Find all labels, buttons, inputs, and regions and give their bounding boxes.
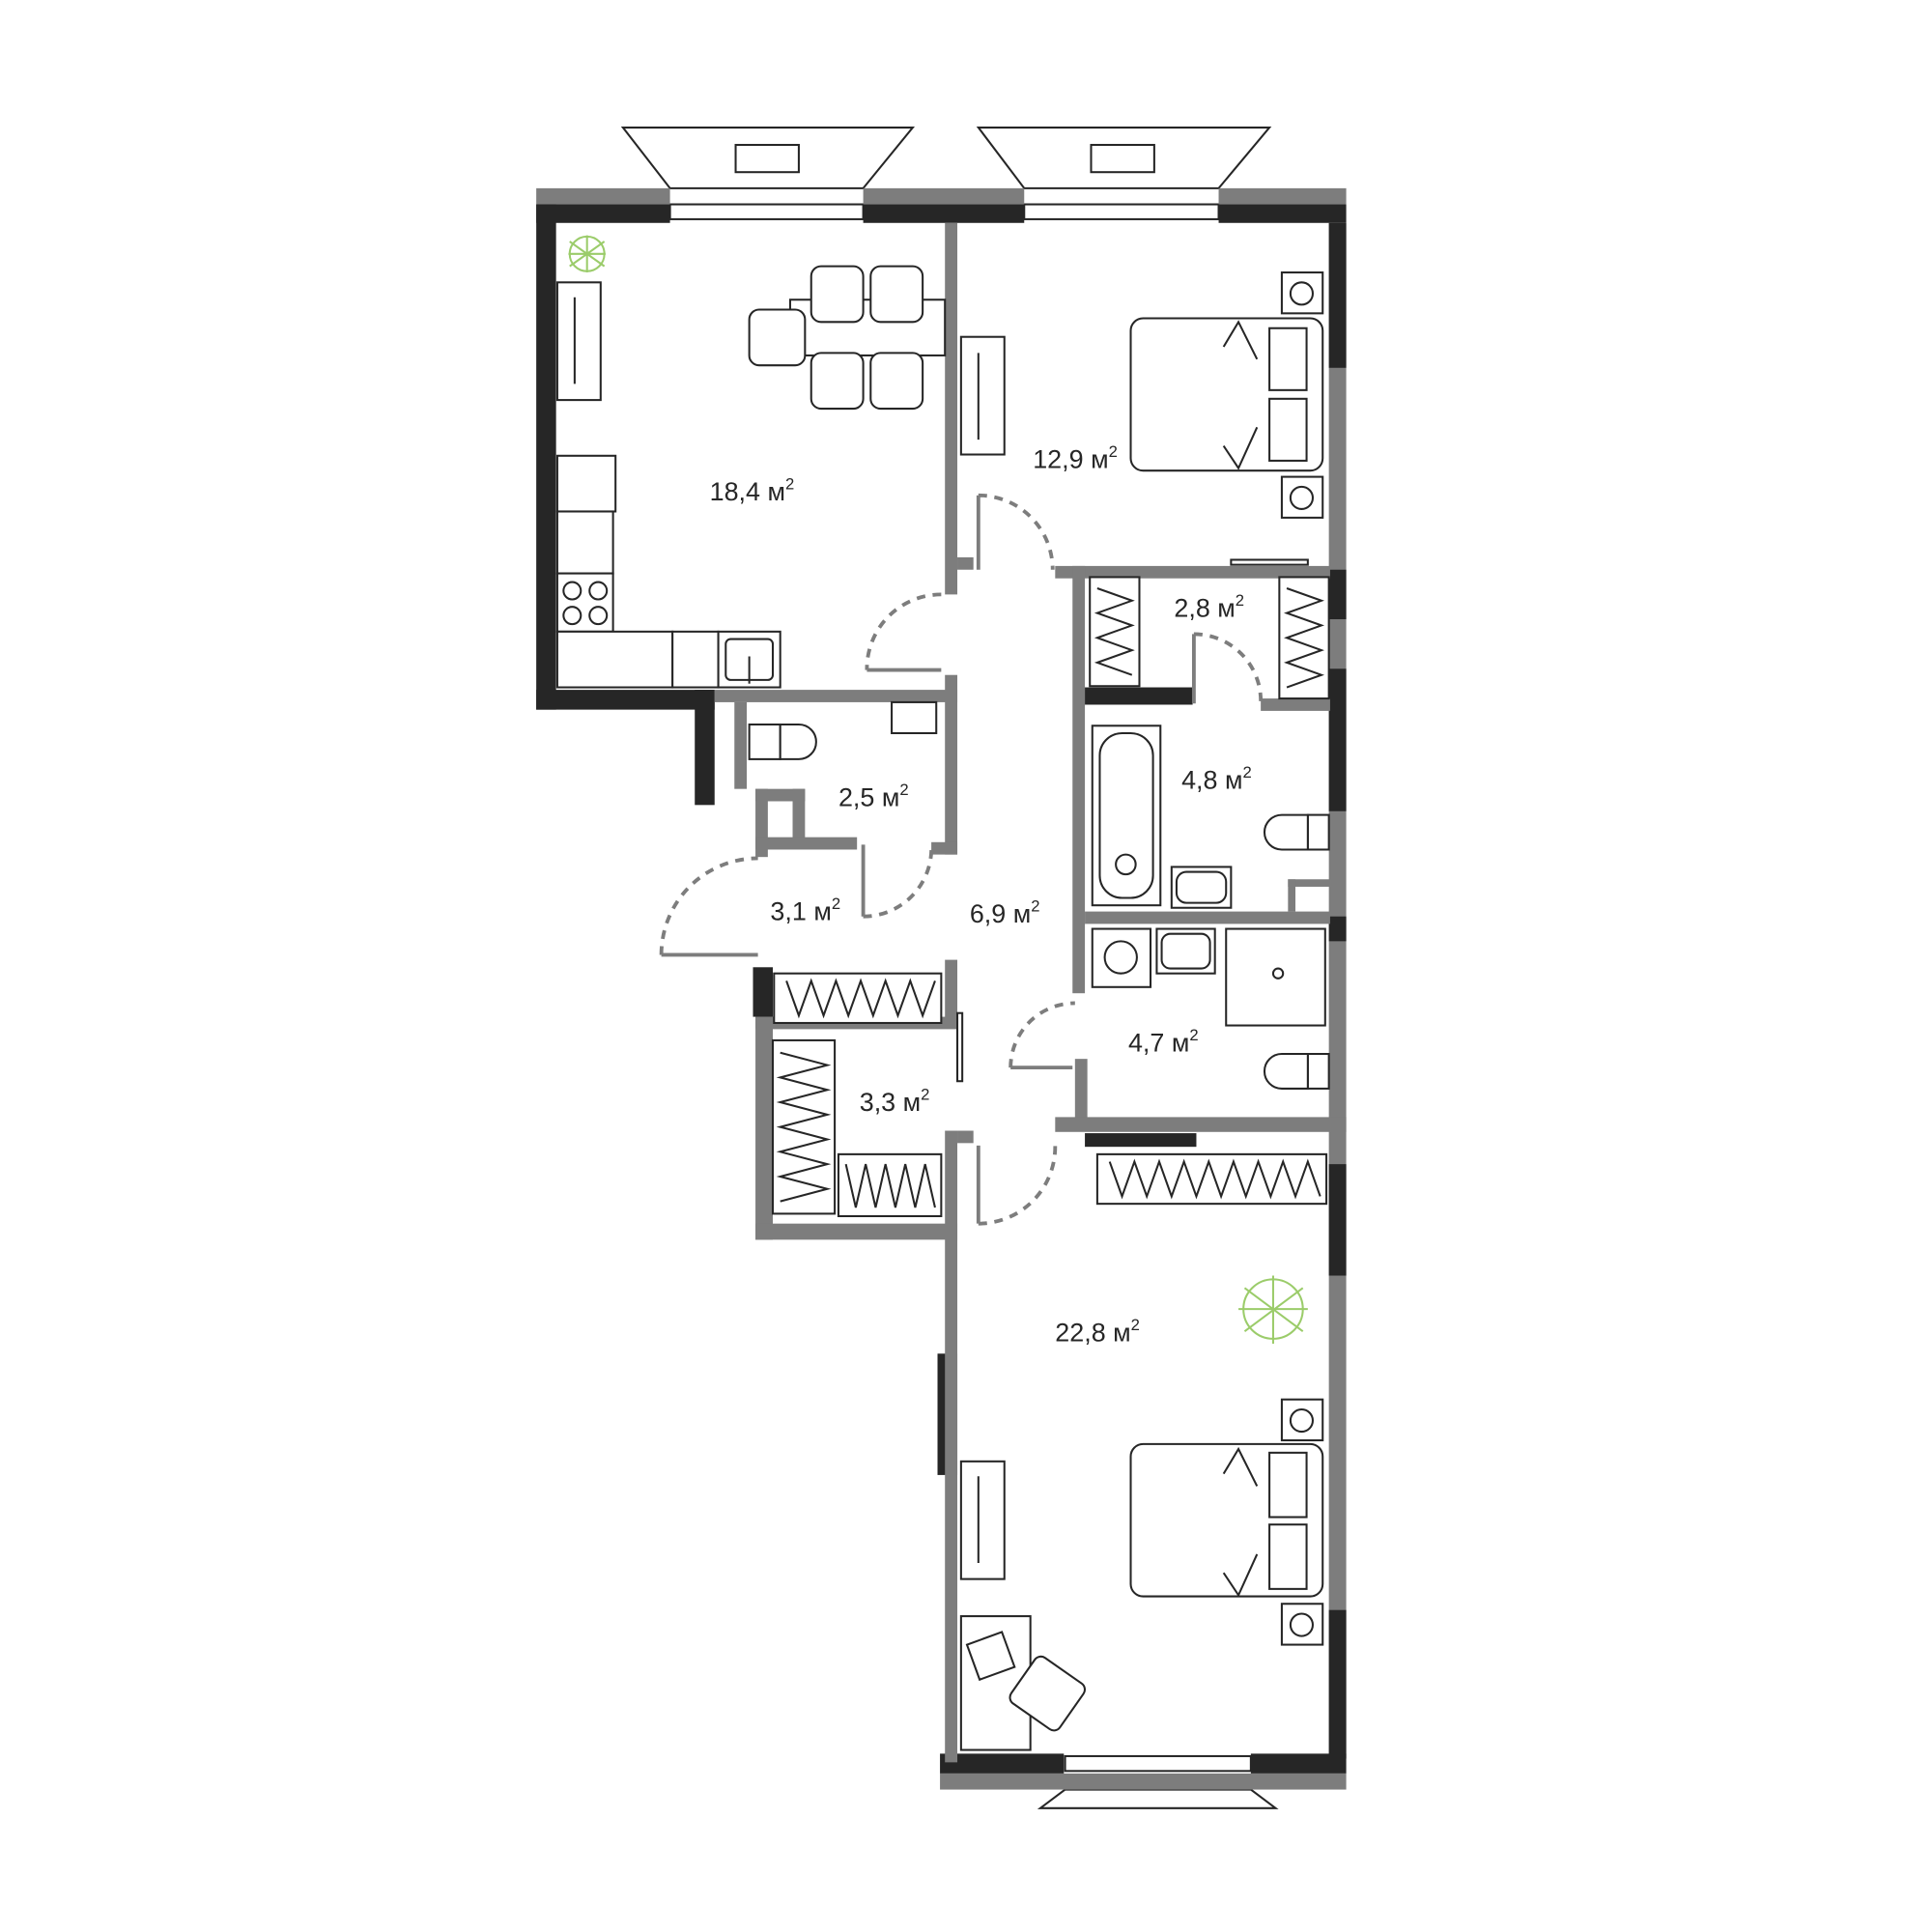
bedroom-2-furniture — [959, 1275, 1324, 1751]
bathroom-1-fixtures — [1091, 724, 1330, 909]
area-label-bedroom-1: 12,9 м2 — [1033, 442, 1118, 474]
exterior-walls — [536, 187, 1347, 1790]
area-label-wardrobe-1: 2,8 м2 — [1174, 591, 1244, 623]
interior-walls — [714, 222, 1347, 1763]
wardrobes — [771, 576, 1330, 1218]
plant-icon — [568, 235, 606, 273]
window-kitchen — [620, 127, 916, 220]
window-bedroom-1 — [976, 127, 1272, 220]
area-label-bedroom-2: 22,8 м2 — [1055, 1316, 1140, 1348]
area-label-toilet: 2,5 м2 — [838, 781, 909, 812]
area-label-hallway: 6,9 м2 — [970, 897, 1040, 929]
area-label-wardrobe-2: 3,3 м2 — [860, 1085, 930, 1117]
room-labels: 18,4 м2 12,9 м2 2,8 м2 2,5 м2 4,8 м2 3,1… — [710, 442, 1252, 1347]
bedroom-1-furniture — [959, 271, 1324, 519]
area-label-entrance: 3,1 м2 — [770, 895, 840, 926]
area-label-bathroom-1: 4,8 м2 — [1181, 763, 1252, 795]
bathroom-2-fixtures — [1091, 927, 1330, 1090]
toilet-room-fixtures — [748, 700, 938, 760]
kitchen-furniture — [555, 265, 947, 689]
area-label-bathroom-2: 4,7 м2 — [1128, 1026, 1199, 1058]
doors — [659, 493, 1309, 1226]
area-label-kitchen-living: 18,4 м2 — [710, 474, 795, 506]
